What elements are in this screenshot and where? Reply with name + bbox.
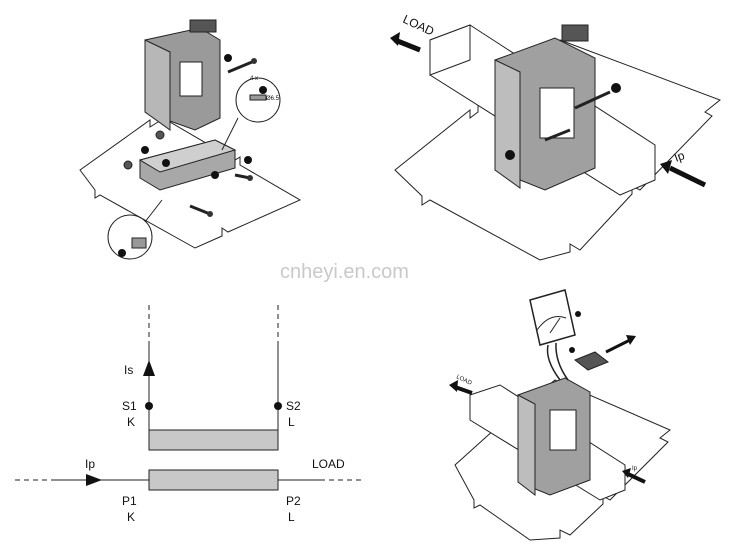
p2-label: P2 <box>286 494 301 508</box>
meter-needle <box>549 317 561 334</box>
note-dia: Ø6.5 <box>266 96 280 102</box>
callout-5 <box>505 150 515 160</box>
nut-top <box>155 130 165 140</box>
meter-scale <box>536 316 567 331</box>
callout-6 <box>611 83 621 93</box>
terminal-cover <box>189 19 217 33</box>
screw-1a <box>234 173 253 181</box>
note-qty: 4 x <box>250 76 258 82</box>
callout-8 <box>575 311 581 317</box>
s2-label: S2 <box>286 399 301 413</box>
panel-mounting-base: 4 x Ø6.5 <box>79 19 302 260</box>
base-plate <box>79 114 302 249</box>
s1-sub-label: K <box>127 415 135 429</box>
callout-7 <box>569 347 575 353</box>
p2-sub-label: L <box>288 510 295 524</box>
load-arrow-3 <box>454 385 473 395</box>
ct-window-3 <box>549 409 577 451</box>
screw-4 <box>227 58 257 74</box>
schematic-diagram: Is S1 K S2 L Ip LOAD P1 K P2 L <box>15 305 365 524</box>
screw-6 <box>574 90 611 110</box>
callouts-top-left <box>118 54 267 257</box>
load-label-2: LOAD <box>401 12 437 39</box>
is-label: Is <box>124 363 133 377</box>
ip-arrow-schematic <box>86 474 102 486</box>
watermark: cnheyi.en.com <box>280 261 409 283</box>
s1-dot <box>145 402 153 410</box>
meter-lead-2 <box>555 342 569 381</box>
ip-label: Ip <box>85 457 95 471</box>
shorting-link <box>573 351 610 371</box>
s1-label: S1 <box>122 399 137 413</box>
remove-arrow <box>605 338 631 354</box>
washer-icon <box>249 94 267 101</box>
is-arrow <box>143 360 155 376</box>
ct-body-front <box>144 39 171 131</box>
ip-label-2: Ip <box>672 148 686 165</box>
terminal-cover-2 <box>561 24 589 42</box>
nut-left <box>123 160 133 170</box>
s2-sub-label: L <box>288 415 295 429</box>
meter-lead-1 <box>546 344 561 381</box>
screw-1b <box>189 204 213 217</box>
panel-busbar-install: LOAD Ip <box>390 12 721 261</box>
ip-arrow <box>668 165 707 188</box>
s2-dot <box>274 402 282 410</box>
load-label-3: LOAD <box>455 374 473 387</box>
ip-arrow-3 <box>627 472 646 484</box>
load-arrow <box>394 37 421 53</box>
p1-sub-label: K <box>127 510 135 524</box>
load-label: LOAD <box>312 457 345 471</box>
p1-label: P1 <box>122 494 137 508</box>
clip-icon <box>131 237 147 249</box>
panel-meter-wiring: LOAD Ip <box>449 289 671 541</box>
ip-label-3: Ip <box>632 466 638 472</box>
primary-winding <box>148 469 279 491</box>
secondary-winding <box>148 429 279 451</box>
ct-window <box>179 61 203 97</box>
